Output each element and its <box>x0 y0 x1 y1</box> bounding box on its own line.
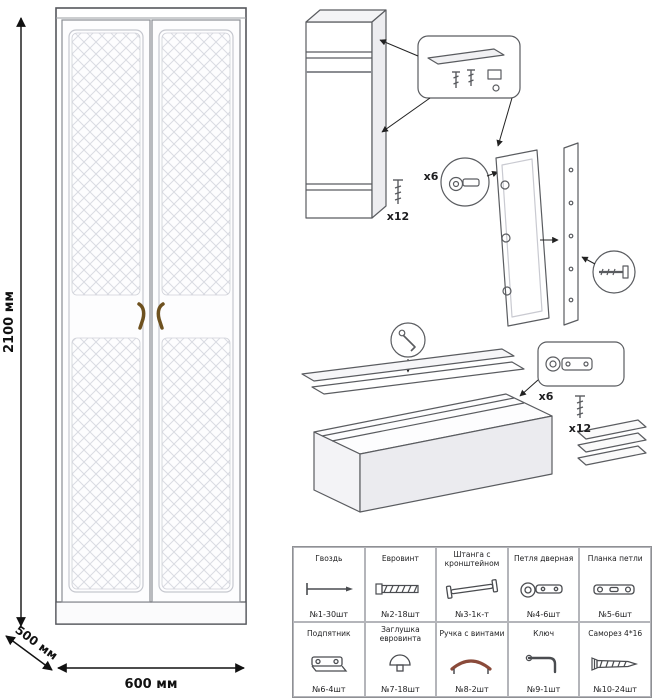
base-box-view <box>313 393 553 513</box>
right-door-handle <box>156 302 165 330</box>
part-count: №5-6шт <box>598 610 632 619</box>
part-name: Евровинт <box>381 554 419 564</box>
key-detail <box>390 322 426 373</box>
width-dimension: 600 мм <box>57 663 245 692</box>
screw-cap-icon <box>371 643 429 685</box>
left-door-handle <box>137 302 146 330</box>
part-count: №9-1шт <box>526 685 561 694</box>
door-hinge-icon <box>515 568 573 610</box>
wardrobe-right-door <box>151 19 241 603</box>
part-name: Ручка с винтами <box>439 629 505 639</box>
rod-icon <box>443 568 501 610</box>
part-key: Ключ №9-1шт <box>507 622 580 697</box>
part-count: №8-2шт <box>455 685 489 694</box>
hinge-bottom-count-label: x6 <box>539 390 554 403</box>
part-euroscrew: Евровинт №2-18шт <box>364 547 437 622</box>
foot-glide-icon <box>300 643 358 685</box>
carcass-view <box>305 9 387 219</box>
selftap-screw-icon <box>586 643 644 685</box>
width-dimension-label: 600 мм <box>125 677 178 692</box>
bottom-screws-count-label: x12 <box>569 422 591 435</box>
part-count: №7-18шт <box>381 685 420 694</box>
fastener-callout <box>379 35 521 147</box>
top-screws-count-label: x12 <box>387 210 409 223</box>
part-screw-cap: Заглушка евровинта №7-18шт <box>364 622 437 697</box>
parts-table: Гвоздь №1-30шт Евровинт <box>292 546 652 698</box>
handle-icon <box>443 643 501 685</box>
assembly-diagram: x12 x6 x6 x12 <box>301 9 647 513</box>
part-door-hinge: Петля дверная №4-6шт <box>507 547 580 622</box>
wardrobe-plinth <box>55 601 247 625</box>
part-name: Штанга с кронштейном <box>444 550 500 568</box>
part-selftap-screw: Саморез 4*16 №10-24шт <box>579 622 651 697</box>
panel-stack <box>577 419 647 466</box>
part-name: Саморез 4*16 <box>588 629 643 639</box>
wardrobe-body <box>55 7 247 625</box>
depth-dimension: 500 мм <box>5 623 60 671</box>
part-name: Ключ <box>533 629 555 639</box>
hinge-callout-bottom <box>519 341 625 397</box>
euroscrew-detail <box>581 250 636 294</box>
key-icon <box>515 643 573 685</box>
part-count: №2-18шт <box>381 610 420 619</box>
screw-x12-bottom <box>575 395 585 418</box>
part-foot-glide: Подпятник №6-4шт <box>293 622 365 697</box>
depth-dimension-label: 500 мм <box>12 623 60 663</box>
height-dimension: 2100 мм <box>2 17 26 627</box>
panel-slats <box>301 348 525 395</box>
part-name: Петля дверная <box>513 554 574 564</box>
hinge-plate-icon <box>586 568 644 610</box>
part-count: №6-4шт <box>312 685 346 694</box>
wardrobe-left-door <box>61 19 151 603</box>
height-dimension-label: 2100 мм <box>2 291 17 353</box>
part-hinge-plate: Планка петли №5-6шт <box>579 547 651 622</box>
part-count: №1-30шт <box>309 610 349 619</box>
euroscrew-icon <box>371 568 429 610</box>
part-count: №4-6шт <box>526 610 561 619</box>
hinge-top-count-label: x6 <box>424 170 439 183</box>
part-nail: Гвоздь №1-30шт <box>293 547 365 622</box>
part-name: Заглушка евровинта <box>379 625 422 643</box>
part-count: №3-1к-т <box>455 610 489 619</box>
side-panel-view <box>540 142 579 326</box>
part-name: Планка петли <box>587 554 643 564</box>
part-handle: Ручка с винтами №8-2шт <box>436 622 508 697</box>
part-rod: Штанга с кронштейном №3-1к-т <box>436 547 508 622</box>
part-name: Подпятник <box>307 629 351 639</box>
wardrobe-front-view: 2100 мм <box>2 7 247 692</box>
screw-x12-top <box>393 179 403 204</box>
part-name: Гвоздь <box>315 554 343 564</box>
part-count: №10-24шт <box>593 685 637 694</box>
door-panel-view <box>495 149 550 327</box>
hinge-detail-top <box>440 157 499 207</box>
nail-icon <box>300 568 358 610</box>
